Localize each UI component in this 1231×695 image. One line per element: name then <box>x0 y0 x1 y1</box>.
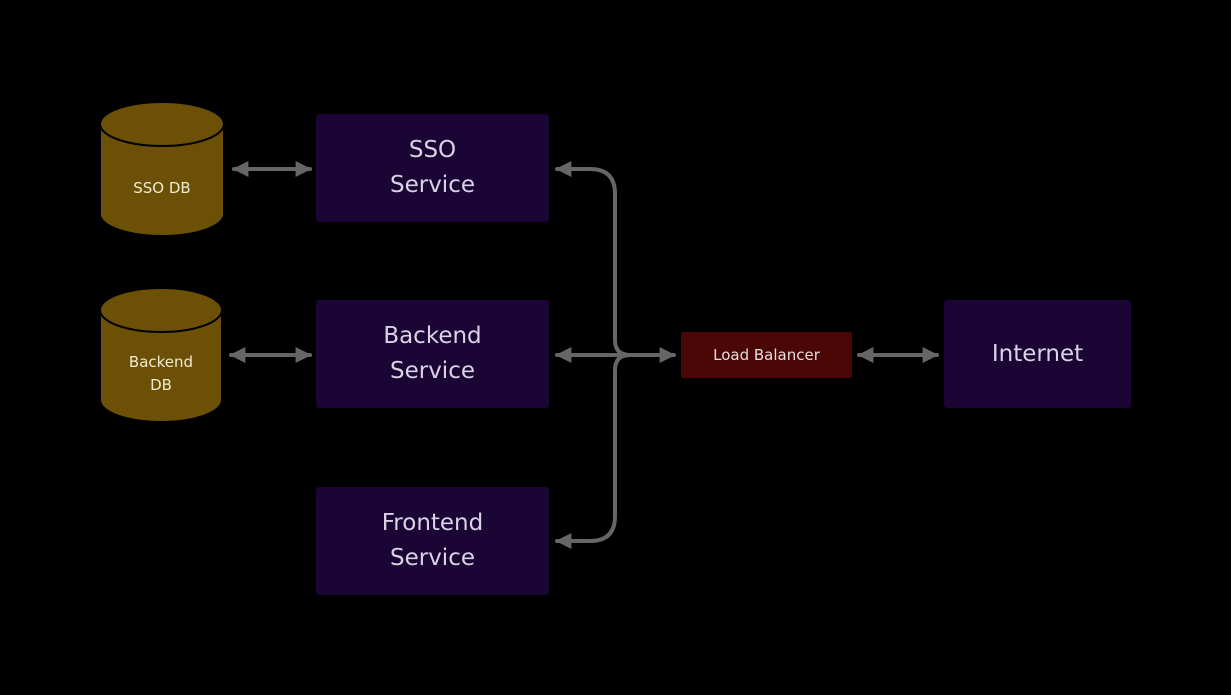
backend-db-cylinder[interactable] <box>99 287 223 423</box>
backend-service-box[interactable]: Backend Service <box>316 300 549 408</box>
internet-label: Internet <box>991 340 1084 367</box>
sso-db-label-line1: SSO DB <box>133 178 191 197</box>
sso-db-label: SSO DB <box>100 150 224 226</box>
sso-service-label-line2: Service <box>389 172 475 198</box>
connector-lb-frontend <box>555 353 632 549</box>
backend-service-label-line2: Service <box>389 358 475 384</box>
sso-db-cylinder[interactable] <box>99 101 225 237</box>
internet-box[interactable]: Internet <box>944 300 1131 408</box>
backend-db-label-line2: DB <box>150 376 172 394</box>
sso-service-box[interactable]: SSO Service <box>316 114 549 222</box>
backend-service-label-line1: Backend <box>383 323 482 349</box>
connector-lb-sso <box>555 161 632 357</box>
load-balancer-box[interactable]: Load Balancer <box>681 332 852 378</box>
frontend-service-box[interactable]: Frontend Service <box>316 487 549 595</box>
backend-db-label: Backend DB <box>100 336 222 412</box>
backend-db-label-line1: Backend <box>128 353 194 371</box>
load-balancer-label: Load Balancer <box>713 346 820 364</box>
frontend-service-label-line2: Service <box>389 545 475 571</box>
frontend-service-label-line1: Frontend <box>381 510 484 536</box>
sso-service-label-line1: SSO <box>408 137 457 163</box>
